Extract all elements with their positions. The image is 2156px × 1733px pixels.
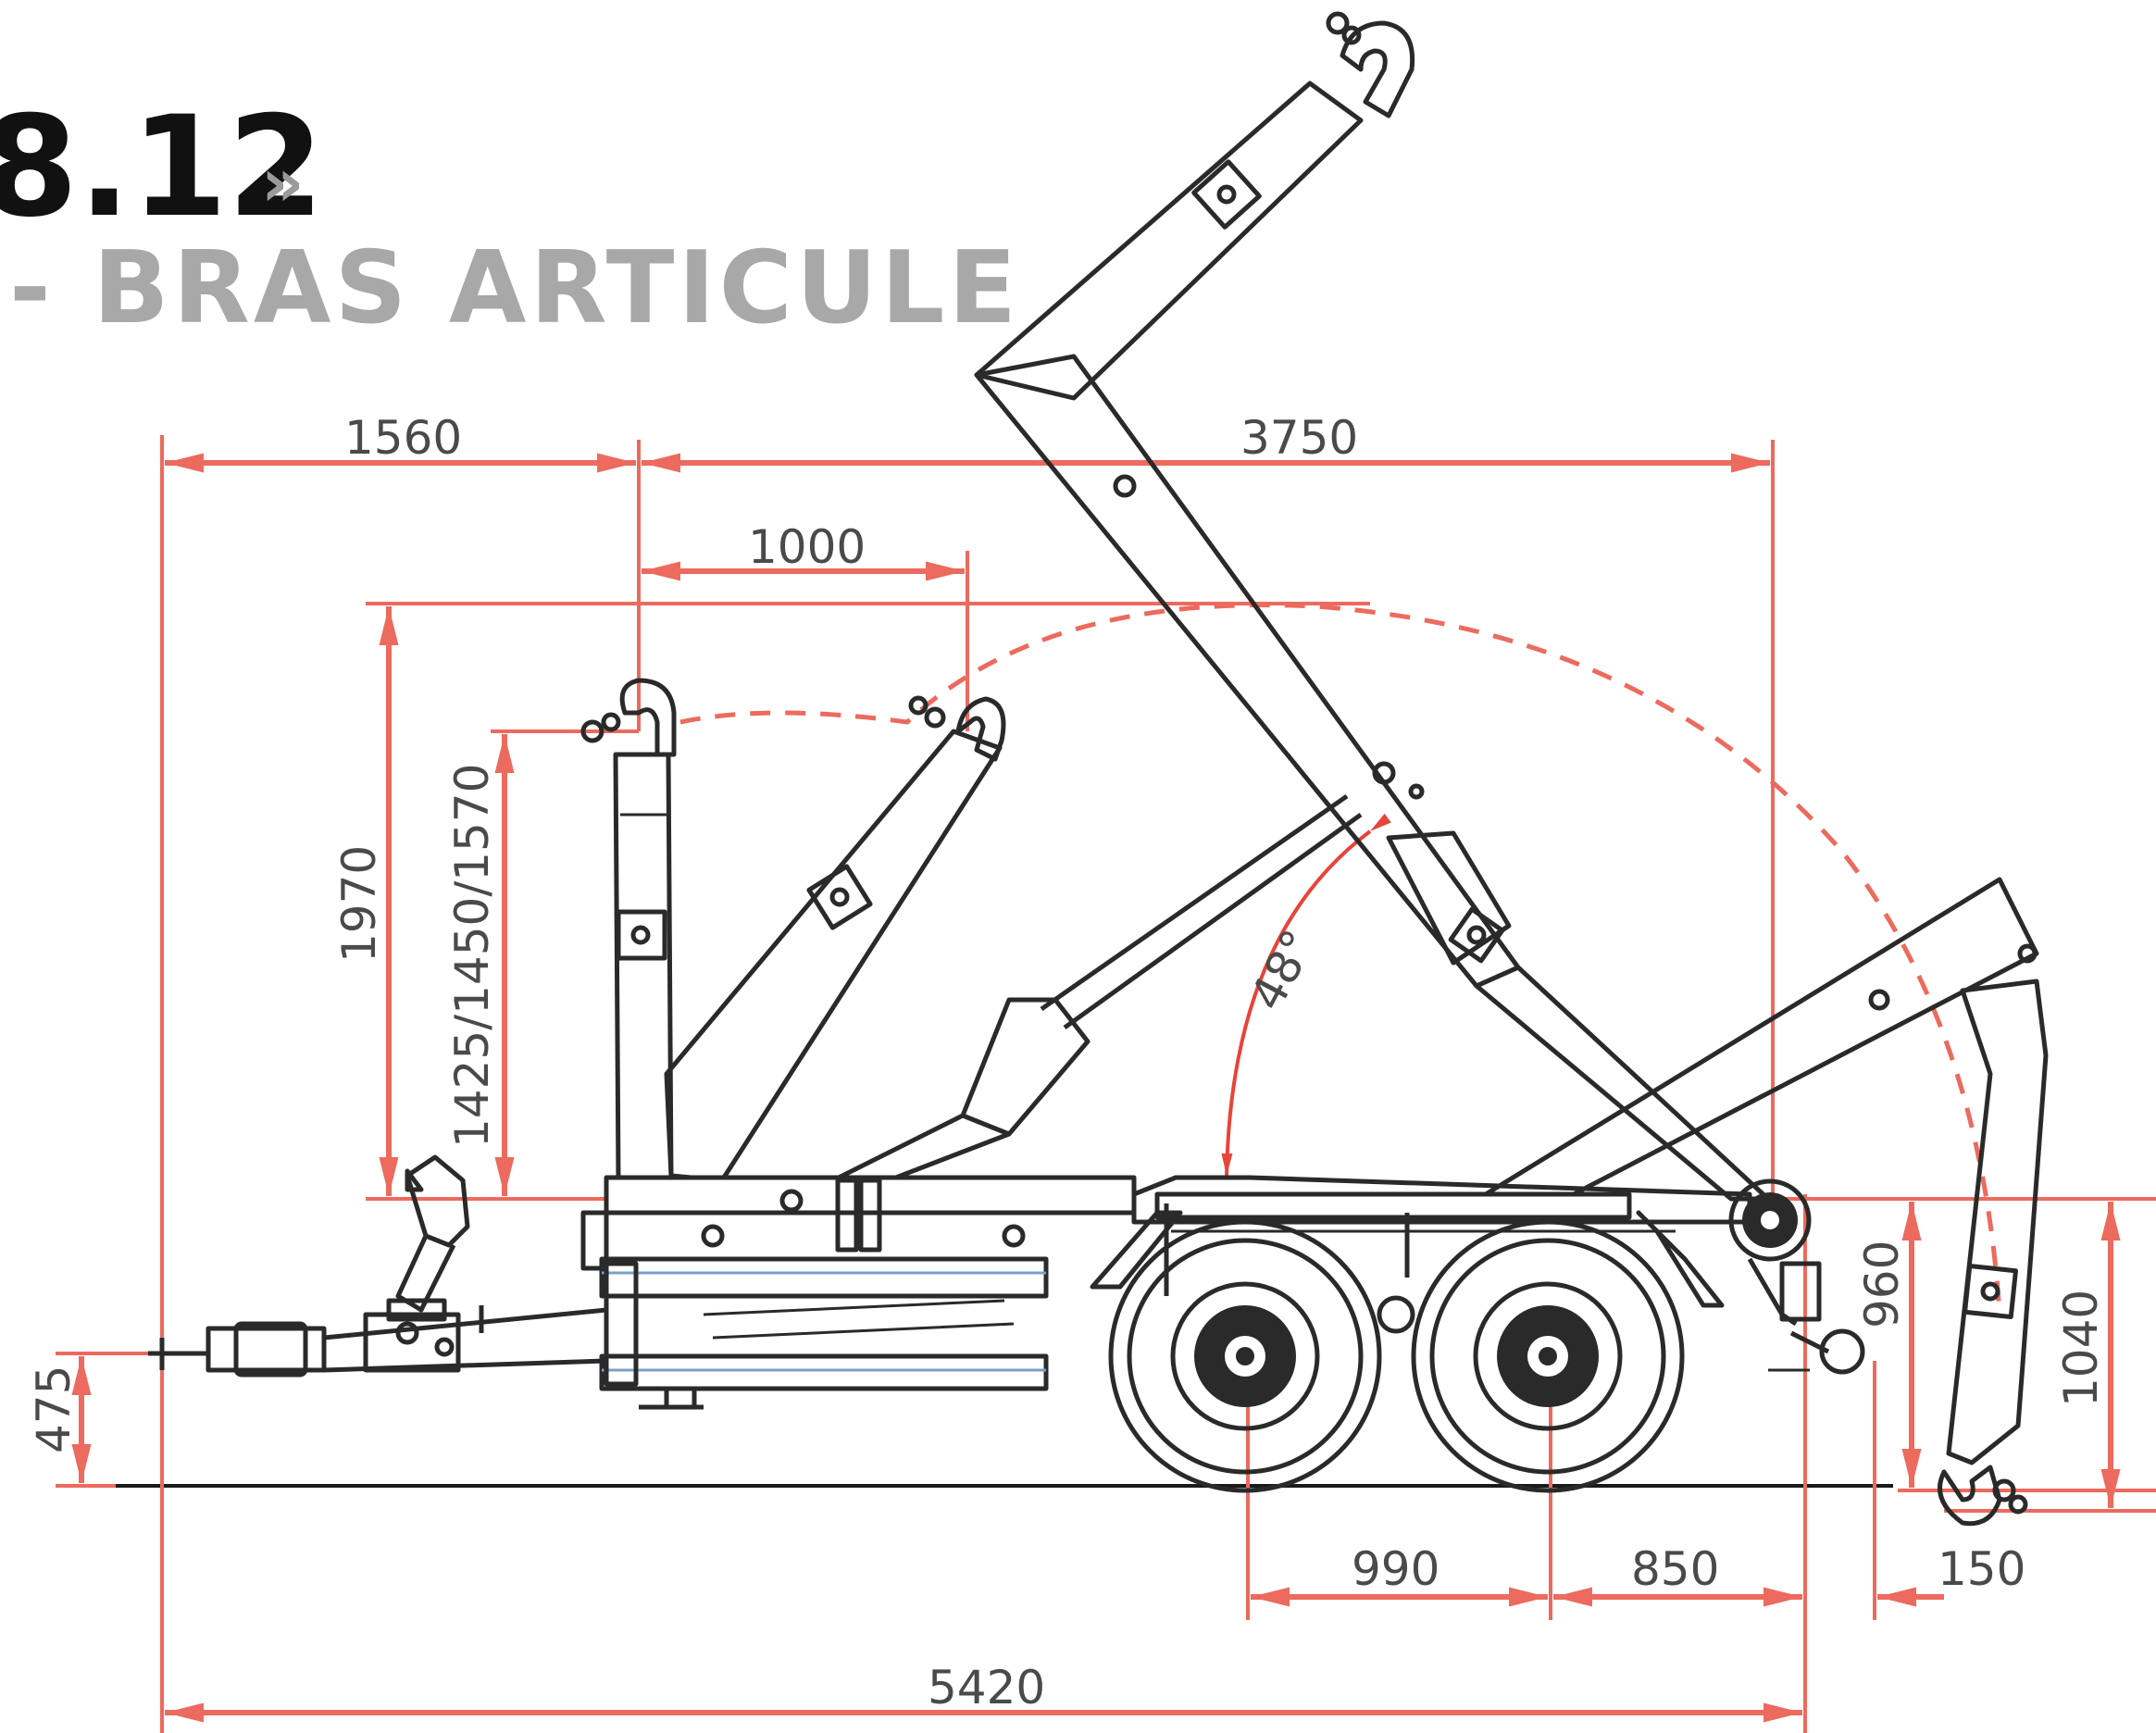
hook-lift-trailer [148,11,2049,1527]
title-block: 8.12 » - BRAS ARTICULE [0,87,1020,346]
arm-position-vertical [580,678,677,1183]
dimension-labels: 1560 3750 1000 1970 1425/1450/1570 475 9… [27,411,2108,1714]
chassis-frame [580,1175,1752,1410]
axle-equalizer [1377,1295,1415,1334]
arm-position-raised [974,11,1771,1202]
dim-label-475: 475 [27,1365,81,1453]
dim-label-1040: 1040 [2054,1290,2108,1407]
wheel-rear [1411,1219,1685,1493]
angle-arc [1221,813,1391,1177]
dim-label-1000: 1000 [748,520,866,574]
dim-label-1425-1450-1570: 1425/1450/1570 [445,764,499,1148]
arm-position-inclined [664,695,1006,1183]
hydraulic-cylinder [831,793,1363,1183]
drawbar [148,1298,607,1378]
dim-label-990: 990 [1352,1542,1439,1596]
support-leg [395,1154,470,1313]
dim-label-3750: 3750 [1240,411,1358,465]
dimension-lines [56,435,2156,1733]
dim-label-850: 850 [1631,1542,1719,1596]
hook-trajectory-arc [679,603,2002,1315]
title-model-suffix: » [261,143,305,221]
title-model-number: 8.12 [0,87,324,248]
dim-label-1560: 1560 [344,411,462,465]
dim-label-150: 150 [1938,1542,2025,1596]
wheel-front [1108,1219,1382,1493]
rear-roller [1728,1178,1865,1375]
title-subtitle: - BRAS ARTICULE [9,231,1020,346]
dim-label-1970: 1970 [332,845,386,963]
dim-label-5420: 5420 [928,1661,1045,1714]
dim-label-960: 960 [1855,1241,1909,1328]
